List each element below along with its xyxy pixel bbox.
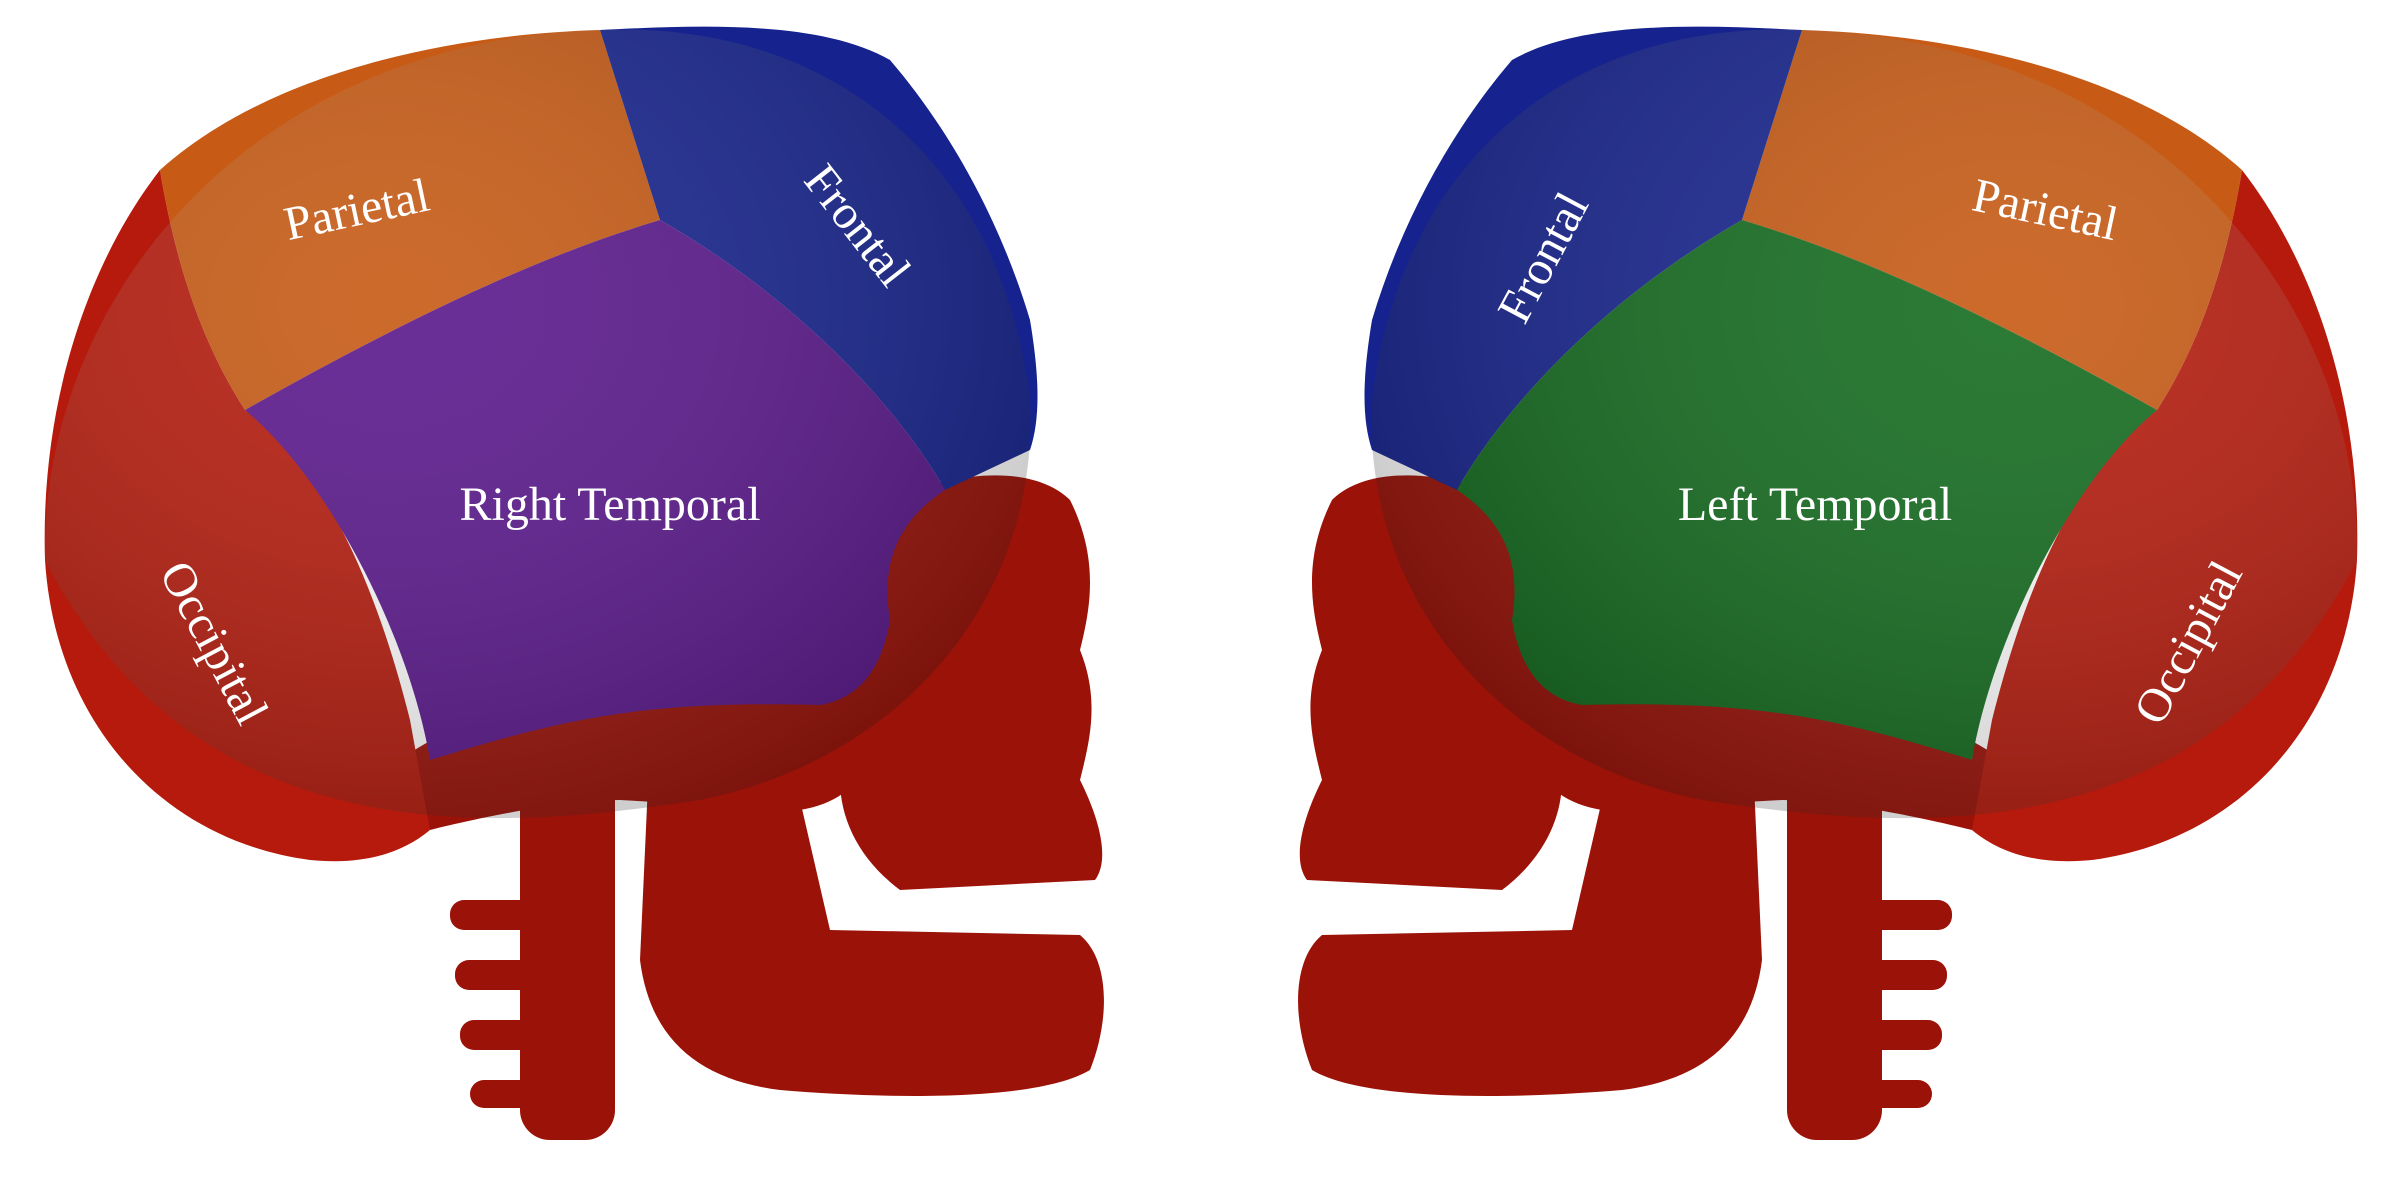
right-skull: Parietal Frontal Left Temporal Occipital xyxy=(1298,26,2358,1140)
right-mandible xyxy=(1298,732,1762,1096)
left-mandible xyxy=(640,732,1104,1096)
right-skull-shading xyxy=(1371,29,2358,819)
left-temporal-label: Left Temporal xyxy=(1678,478,1952,531)
left-cervical-spine xyxy=(450,760,615,1140)
left-skull-shading xyxy=(44,29,1031,819)
right-temporal-label: Right Temporal xyxy=(459,478,760,531)
right-cervical-spine xyxy=(1787,760,1952,1140)
left-skull: Parietal Frontal Right Temporal Occipita… xyxy=(44,26,1104,1140)
